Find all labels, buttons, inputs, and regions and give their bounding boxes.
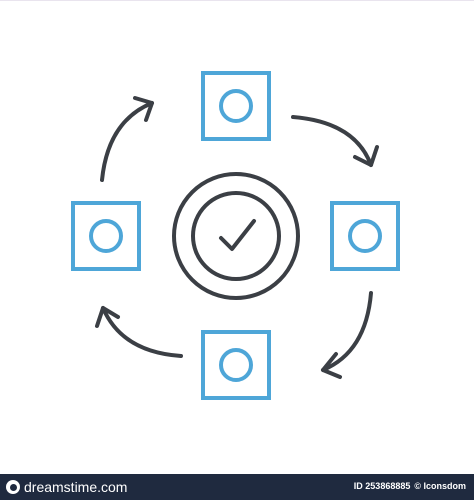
process-node-bottom [201, 330, 271, 400]
arrow-icon-bottom-left [95, 306, 183, 358]
arrow-icon-top-left [100, 96, 154, 182]
approved-check-badge [172, 172, 300, 300]
arrow-icon-top-right [291, 115, 379, 167]
logo-text: dreamstime.com [24, 479, 128, 495]
stock-footer-bar: dreamstime.com ID 253868885 © Iconsdom [0, 474, 474, 500]
process-node-left [71, 201, 141, 271]
top-rule [0, 0, 474, 1]
dreamstime-logo-icon [6, 480, 20, 494]
process-node-right [330, 201, 400, 271]
process-node-top [201, 71, 271, 141]
image-author: © Iconsdom [414, 481, 466, 491]
workflow-cycle-illustration [71, 71, 400, 400]
checkmark-icon [219, 219, 256, 251]
arrow-icon-bottom-right [321, 291, 373, 379]
image-credits: ID 253868885 © Iconsdom [354, 481, 466, 491]
dreamstime-logo: dreamstime.com [6, 479, 127, 495]
image-id: ID 253868885 [353, 481, 411, 491]
